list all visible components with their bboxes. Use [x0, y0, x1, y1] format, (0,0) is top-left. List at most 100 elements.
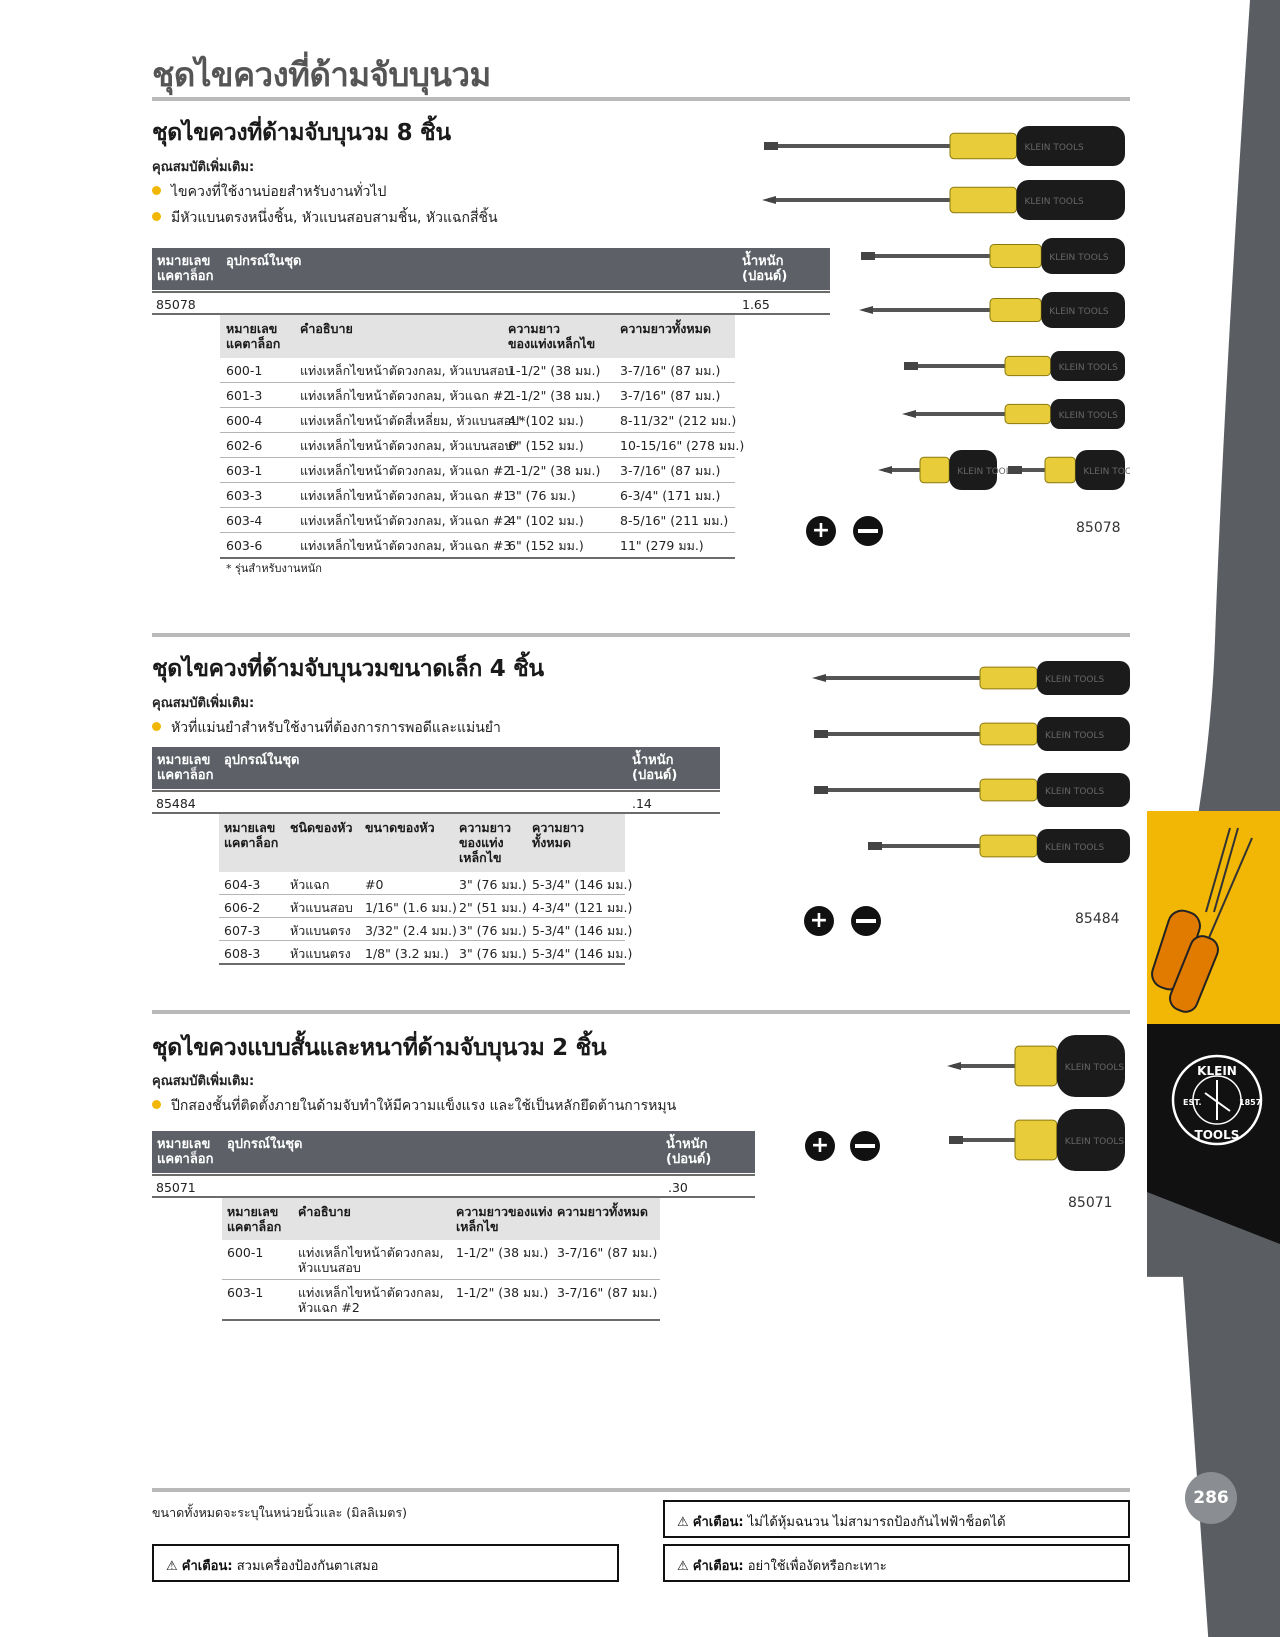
table-cell-size: 1/16" (1.6 มม.): [365, 900, 457, 915]
handle-black: [1041, 238, 1125, 274]
table-row-divider: [222, 1319, 660, 1321]
table-cell-blade: 4" (102 มม.): [508, 413, 584, 428]
sub-header-blade: ความยาว ของแท่งเหล็กไข: [508, 321, 596, 351]
flat-tip: [814, 730, 828, 738]
table-row-divider: [219, 894, 625, 895]
handle-black: [1075, 450, 1125, 490]
brand-text: KLEIN TOOLS: [1065, 1137, 1125, 1147]
logo-top-text: KLEIN: [1197, 1064, 1237, 1078]
handle-black: [1056, 1109, 1125, 1171]
sub-header-catalog: หมายเลข แคตาล็อก: [226, 321, 281, 351]
phillips-tip: [902, 410, 916, 418]
table-cell-overall: 3-7/16" (87 มม.): [620, 363, 721, 378]
warning-box-2: ⚠ คำเตือน: สวมเครื่องป้องกันตาเสมอ: [152, 1544, 619, 1582]
flat-tip: [1008, 466, 1022, 474]
warning-icon: ⚠: [677, 1559, 689, 1574]
side-tab-label: ไขควงและอุปกรณ์เสริม: [1175, 480, 1208, 765]
handle-yellow: [979, 722, 1038, 746]
header-weight: น้ำหนัก (ปอนด์): [666, 1137, 712, 1167]
phillips-tip: [762, 196, 776, 204]
table-cell-overall: 3-7/16" (87 มม.): [620, 463, 721, 478]
table-row-divider: [220, 557, 735, 559]
table-cell-desc: แท่งเหล็กไขหน้าตัดวงกลม, หัวแบนสอบ: [300, 363, 513, 378]
sub-header-overall: ความยาว ทั้งหมด: [532, 820, 585, 850]
flat-tip: [868, 842, 882, 850]
brand-text: KLEIN TOOLS: [1025, 143, 1085, 153]
table-cell-no: 603-1: [227, 1285, 264, 1300]
section2-catalog-no: 85484: [156, 796, 196, 811]
divider: [152, 1196, 755, 1198]
table-cell-blade: 1-1/2" (38 มม.): [456, 1285, 549, 1300]
header-catalog: หมายเลข แคตาล็อก: [157, 753, 214, 783]
sub-header-blade: ความยาว ของแท่ง เหล็กไข: [459, 820, 512, 865]
sub-header-desc: คำอธิบาย: [300, 321, 353, 336]
table-cell-desc: แท่งเหล็กไขหน้าตัดวงกลม, หัวแบนสอบ: [298, 1245, 444, 1275]
divider: [152, 291, 830, 293]
section1-feature-2: มีหัวแบนตรงหนึ่งชิ้น, หัวแบนสอบสามชิ้น, …: [152, 207, 498, 229]
handle-black: [1037, 829, 1130, 863]
table-cell-overall: 4-3/4" (121 มม.): [532, 900, 633, 915]
brand-text: KLEIN TOOLS: [957, 467, 1017, 477]
phillips-tip: [878, 466, 892, 474]
table-cell-blade: 1-1/2" (38 มม.): [508, 363, 601, 378]
section1-feature-1: ไขควงที่ใช้งานบ่อยสำหรับงานทั่วไป: [152, 181, 386, 203]
handle-yellow: [989, 297, 1042, 323]
table-cell-desc: แท่งเหล็กไขหน้าตัดสี่เหลี่ยม, หัวแบนสอบ*: [300, 413, 526, 428]
table-cell-size: 3/32" (2.4 มม.): [365, 923, 457, 938]
table-cell-desc: แท่งเหล็กไขหน้าตัดวงกลม, หัวแฉก #2: [300, 388, 512, 403]
header-weight: น้ำหนัก (ปอนด์): [632, 753, 678, 783]
klein-logo: KLEIN TOOLS EST. 1857: [1171, 1054, 1263, 1146]
section1-features-label: คุณสมบัติเพิ่มเติม:: [152, 160, 255, 175]
flat-tip: [949, 1136, 963, 1144]
handle-yellow: [1014, 1045, 1058, 1087]
header-items: อุปกรณ์ในชุด: [224, 753, 300, 768]
sub-header-catalog: หมายเลข แคตาล็อก: [224, 820, 279, 850]
handle-yellow: [1044, 456, 1076, 484]
brand-text: KLEIN TOOLS: [1045, 787, 1105, 797]
table-cell-overall: 6-3/4" (171 มม.): [620, 488, 721, 503]
table-cell-blade: 3" (76 มม.): [459, 877, 527, 892]
table-cell-desc: แท่งเหล็กไขหน้าตัดวงกลม, หัวแฉก #2: [300, 513, 512, 528]
section1-weight: 1.65: [742, 297, 770, 312]
table-row-divider: [219, 940, 625, 941]
section1-footnote: * รุ่นสำหรับงานหนัก: [226, 562, 322, 575]
logo-bottom-text: TOOLS: [1195, 1128, 1240, 1142]
handle-yellow: [979, 778, 1038, 802]
brand-text: KLEIN TOOLS: [1083, 467, 1130, 477]
handle-yellow: [919, 456, 950, 484]
table-row-divider: [222, 1279, 660, 1280]
bullet-dot: [152, 722, 161, 731]
brand-text: KLEIN TOOLS: [1049, 307, 1109, 317]
table-cell-no: 604-3: [224, 877, 261, 892]
table-cell-type: หัวแบนสอบ: [290, 900, 353, 915]
handle-yellow: [979, 666, 1038, 690]
table-row-divider: [220, 532, 735, 533]
handle-black: [1037, 661, 1130, 695]
flat-tip: [861, 252, 875, 260]
brand-text: KLEIN TOOLS: [1045, 675, 1105, 685]
section1-table-header: หมายเลข แคตาล็อก อุปกรณ์ในชุด น้ำหนัก (ป…: [152, 248, 830, 290]
table-row-divider: [220, 482, 735, 483]
table-cell-no: 600-1: [227, 1245, 264, 1260]
table-cell-overall: 5-3/4" (146 มม.): [532, 923, 633, 938]
phillips-tip: [812, 674, 826, 682]
section3-image-label: 85071: [1068, 1195, 1113, 1211]
section1-product-image: KLEIN TOOLS KLEIN TOOLS KLEIN TOOLS KLEIN T…: [762, 126, 1130, 490]
sub-header-overall: ความยาวทั้งหมด: [557, 1204, 648, 1219]
table-cell-overall: 8-11/32" (212 มม.): [620, 413, 737, 428]
brand-text: KLEIN TOOLS: [1045, 843, 1105, 853]
handle-yellow: [1004, 403, 1052, 425]
handle-yellow: [949, 132, 1017, 160]
table-cell-blade: 1-1/2" (38 มม.): [508, 463, 601, 478]
section2-table-header: หมายเลข แคตาล็อก อุปกรณ์ในชุด น้ำหนัก (ป…: [152, 747, 720, 789]
table-cell-overall: 5-3/4" (146 มม.): [532, 877, 633, 892]
bullet-dot: [152, 212, 161, 221]
table-row-divider: [220, 382, 735, 383]
table-cell-blade: 2" (51 มม.): [459, 900, 527, 915]
header-items: อุปกรณ์ในชุด: [227, 1137, 303, 1152]
sub-header-catalog: หมายเลข แคตาล็อก: [227, 1204, 282, 1234]
handle-black: [949, 450, 997, 490]
table-cell-overall: 11" (279 มม.): [620, 538, 704, 553]
